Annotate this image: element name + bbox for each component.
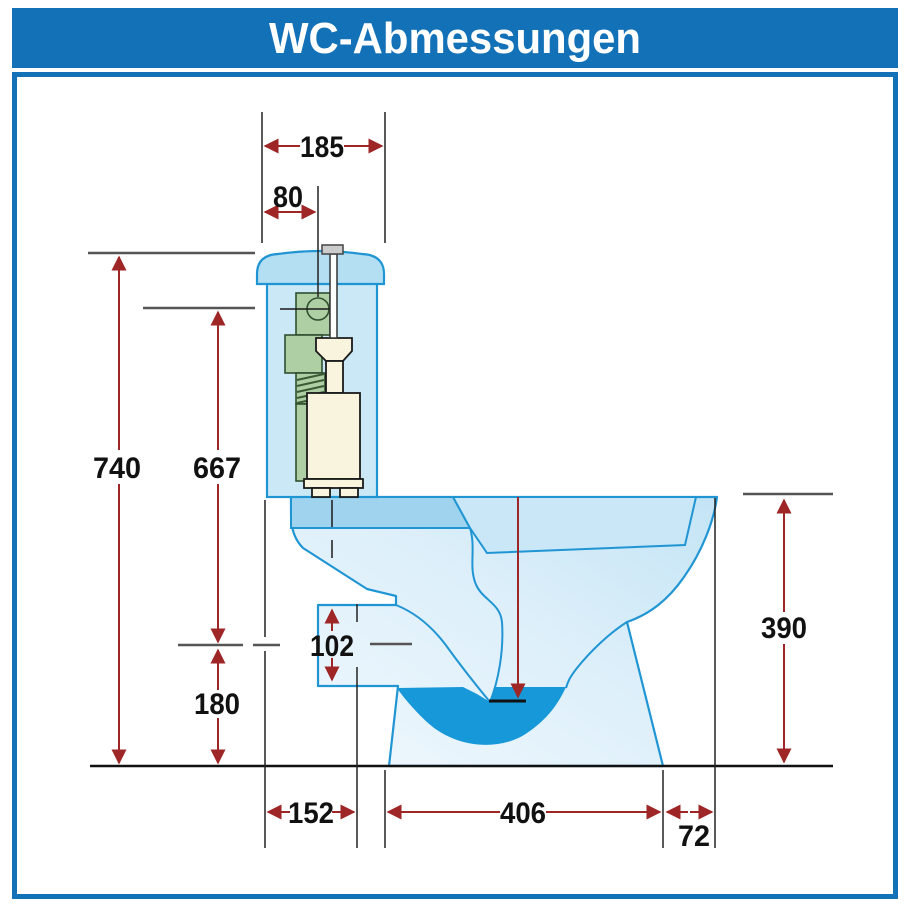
dim-label-406: 406	[500, 797, 546, 830]
page-title: WC-Abmessungen	[269, 14, 641, 63]
dim-label-740: 740	[93, 452, 141, 485]
flush-valve	[303, 337, 364, 498]
rim-band	[290, 496, 472, 529]
trap-weir-line	[395, 604, 491, 703]
dim-label-102: 102	[310, 630, 354, 663]
water-depth-arrow	[489, 497, 526, 703]
dimension-185: 185	[263, 131, 384, 164]
flush-valve-neck	[325, 360, 344, 394]
dimension-406: 406	[386, 797, 662, 830]
bowl-body	[289, 495, 719, 768]
header-bar	[12, 8, 898, 68]
level-lines	[88, 251, 833, 647]
button-rod	[329, 253, 338, 339]
dim-label-390: 390	[761, 612, 807, 645]
trap-back-wall-line	[469, 527, 504, 703]
bowl-front-inner-line	[565, 621, 628, 689]
flush-valve-body	[306, 392, 361, 480]
dim-label-185: 185	[300, 131, 344, 164]
flush-button	[321, 244, 344, 255]
flush-valve-flange	[303, 478, 364, 489]
dim-label-72: 72	[678, 820, 710, 853]
dimension-667: 667	[193, 310, 241, 644]
flush-valve-foot-right	[339, 487, 359, 498]
dim-label-152: 152	[288, 797, 334, 830]
dimension-102: 102	[310, 608, 354, 682]
toilet-drawing	[90, 186, 833, 768]
dim-label-80: 80	[273, 181, 303, 214]
dimension-740: 740	[93, 255, 141, 765]
extension-lines	[261, 112, 716, 848]
dimension-80: 80	[263, 181, 317, 220]
cistern-lid	[255, 249, 386, 286]
flush-valve-foot-left	[311, 487, 331, 498]
dim-label-667: 667	[193, 452, 241, 485]
content-frame	[12, 72, 898, 899]
dimension-72: 72	[665, 804, 714, 853]
rim-opening	[451, 496, 698, 555]
flush-valve-funnel	[315, 337, 353, 362]
dimension-390: 390	[761, 498, 807, 764]
dimension-152: 152	[266, 797, 356, 830]
dimension-180: 180	[194, 648, 240, 765]
dim-label-180: 180	[194, 688, 240, 721]
